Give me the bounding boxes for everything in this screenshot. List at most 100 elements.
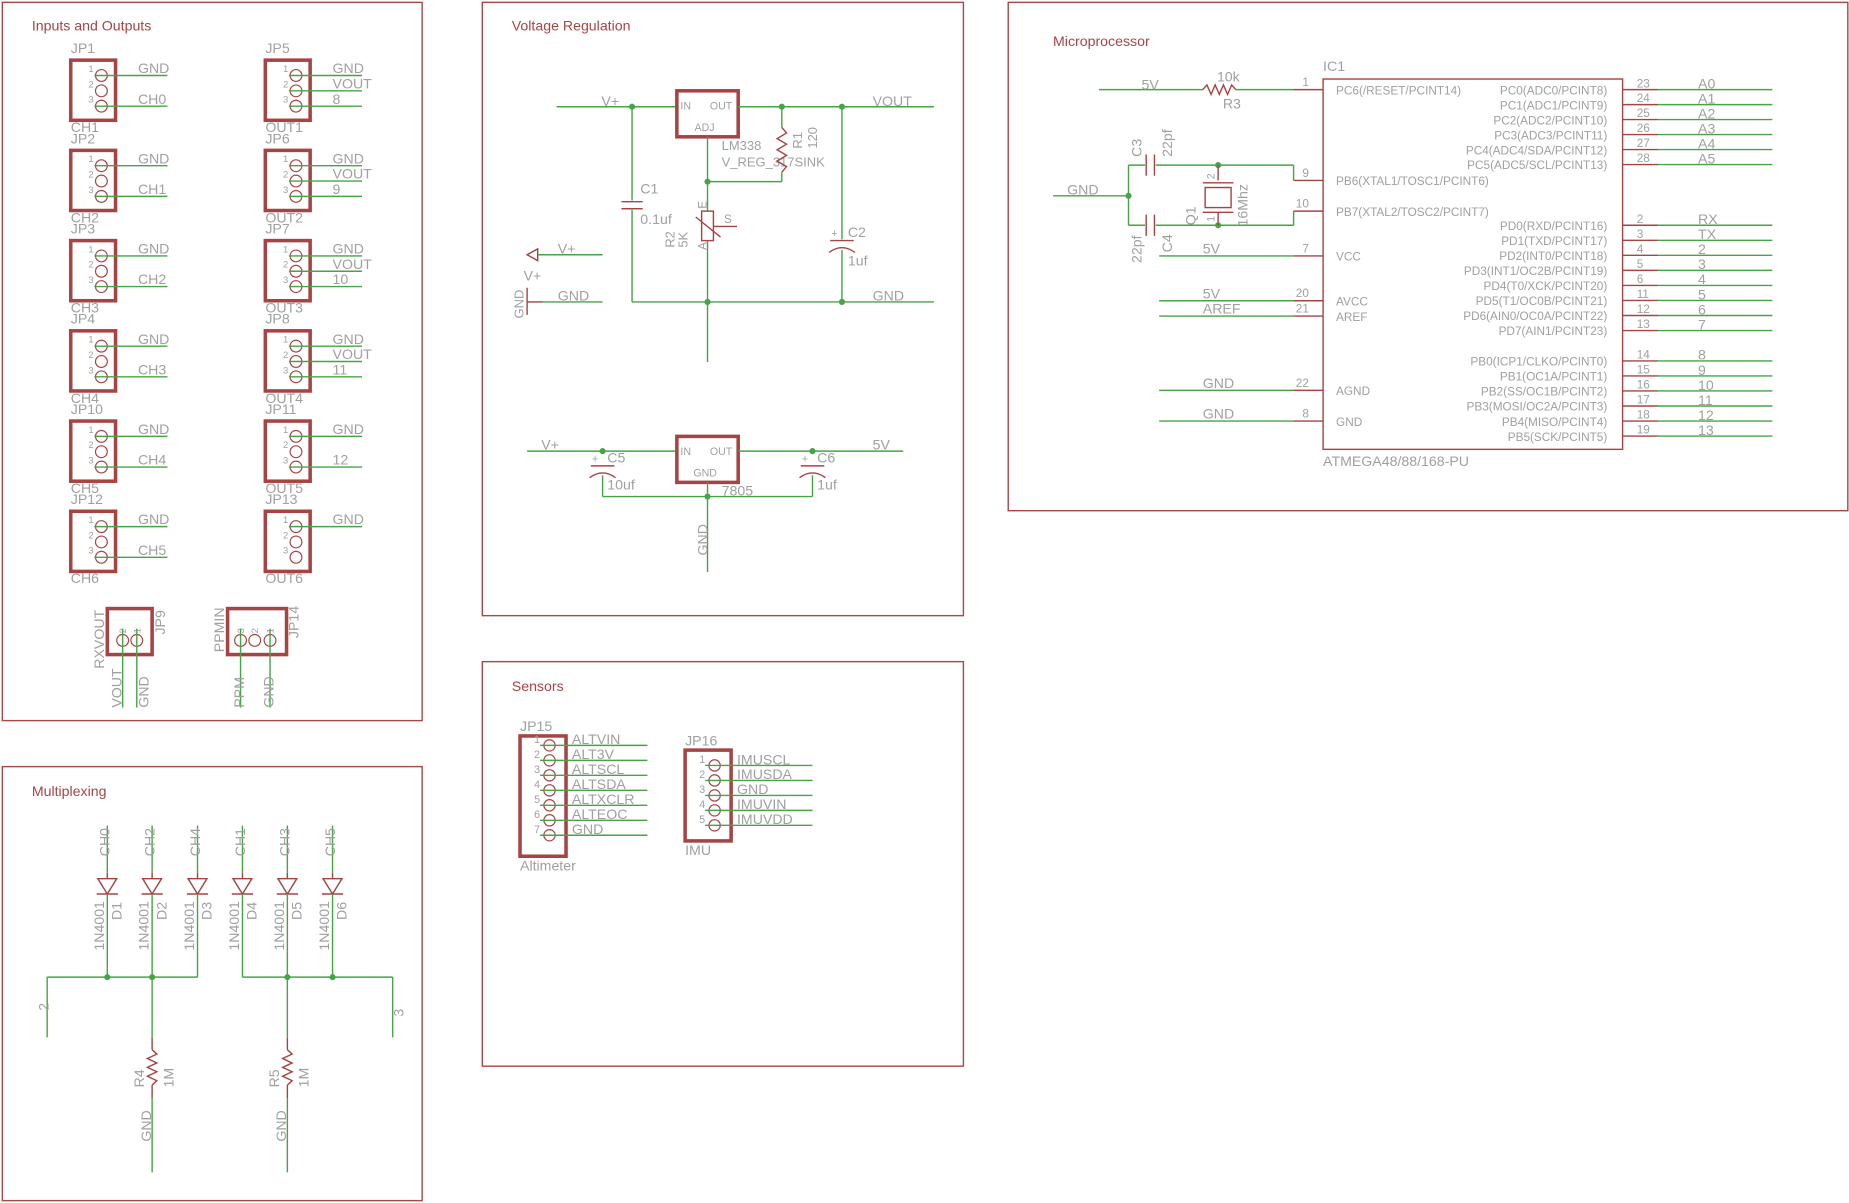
pin-number: 11 — [1637, 288, 1649, 301]
net-label: GND — [333, 421, 364, 437]
resistor-value: 120 — [805, 127, 820, 149]
pin-number: 1 — [283, 243, 288, 254]
diode-ref: D5 — [289, 902, 305, 920]
net-label: IMUVDD — [737, 811, 793, 827]
pin-number: 5 — [1637, 258, 1644, 271]
net-label: GND — [1203, 406, 1234, 422]
pin-number: 1 — [88, 334, 93, 345]
net-label: GND — [136, 676, 152, 707]
pin-number: 10 — [1296, 198, 1310, 211]
pin-number: 27 — [1637, 137, 1650, 150]
crystal-value: 16Mhz — [1235, 184, 1251, 226]
pin-number: 4 — [1637, 243, 1644, 256]
resistor-ref: R4 — [131, 1069, 147, 1087]
regulator-ref: LM338 — [722, 138, 762, 153]
connector-ref: JP3 — [71, 221, 95, 237]
net-label: IMUSDA — [737, 766, 793, 782]
section-title-inputs-outputs: Inputs and Outputs — [32, 18, 151, 34]
net-label: IMUVIN — [737, 796, 786, 812]
connector-ref: JP11 — [265, 401, 296, 417]
connector-value: OUT4 — [265, 390, 303, 406]
regulator-ref: 7805 — [722, 482, 754, 498]
pot-value: 5K — [675, 231, 690, 247]
diode-ref: D4 — [244, 902, 260, 920]
pin-number: 3 — [283, 545, 288, 556]
connector-jp13 — [263, 509, 312, 574]
net-label: CH5 — [322, 828, 338, 856]
pin-number: 2 — [283, 529, 288, 540]
resistor-value: 10k — [1217, 68, 1241, 84]
pin-number: 3 — [283, 94, 288, 105]
net-label: A2 — [1698, 105, 1715, 121]
pin-name: PC6(/RESET/PCINT14) — [1336, 84, 1461, 97]
net-label: CH3 — [138, 361, 166, 377]
pin-number: 1 — [88, 243, 93, 254]
pin-number: 2 — [283, 439, 288, 450]
net-label: 12 — [333, 452, 349, 468]
pin-number: 6 — [1637, 273, 1644, 286]
pin-number: 3 — [88, 274, 93, 285]
resistor-ref: R3 — [1223, 96, 1241, 112]
connector-value: OUT2 — [265, 209, 303, 225]
pin-number: 3 — [88, 184, 93, 195]
connector-value: OUT5 — [265, 480, 303, 496]
supply-symbol-label: GND — [512, 290, 527, 319]
net-label: 3 — [1698, 256, 1706, 272]
connector-ref: JP16 — [685, 732, 717, 748]
connector-ref: JP5 — [265, 40, 289, 56]
net-label: CH4 — [187, 828, 203, 856]
connector-value: IMU — [685, 842, 711, 858]
pin-number: 3 — [88, 545, 93, 556]
net-label: VOUT — [333, 346, 373, 362]
connector-jp9 — [105, 606, 154, 657]
net-label: 8 — [333, 91, 341, 107]
pin-name: PC4(ADC4/SDA/PCINT12) — [1466, 144, 1607, 157]
pin-number: 25 — [1637, 107, 1651, 120]
pin-number: 3 — [534, 764, 540, 776]
net-label: CH4 — [138, 452, 166, 468]
pin-number: 13 — [1637, 318, 1651, 331]
net-label: PPM — [231, 677, 247, 708]
connector-value: PPMIN — [211, 607, 227, 652]
net-label: GND — [333, 150, 364, 166]
net-label: CH2 — [138, 271, 166, 287]
connector-ref: JP7 — [265, 221, 289, 237]
ic-part: ATMEGA48/88/168-PU — [1323, 453, 1469, 469]
pin-number: 2 — [88, 349, 93, 360]
connector-value: OUT1 — [265, 119, 303, 135]
crystal-ref: Q1 — [1183, 206, 1199, 225]
pin-name: PD2(INT0/PCINT18) — [1499, 250, 1607, 263]
net-label: GND — [1067, 182, 1098, 198]
pin-number: 2 — [88, 169, 93, 180]
connector-jp15 — [518, 734, 568, 859]
connector-value: RXVOUT — [91, 609, 107, 668]
net-label: GND — [138, 241, 169, 257]
net-label: 5V — [1203, 285, 1221, 301]
connector-jp2 — [68, 148, 118, 213]
connector-ref: JP2 — [71, 130, 95, 146]
net-label: VOUT — [873, 93, 913, 109]
resistor-r3 — [1202, 83, 1237, 97]
connector-ref: JP14 — [285, 606, 301, 638]
connector-ref: JP8 — [265, 311, 289, 327]
junction-dot — [809, 448, 816, 455]
connector-ref: JP12 — [71, 491, 103, 507]
net-label: GND — [1203, 375, 1234, 391]
pin-name: AVCC — [1336, 295, 1368, 308]
diode-value: 1N4001 — [316, 901, 332, 951]
connector-ref: JP4 — [71, 311, 95, 327]
section-title-voltage-regulation: Voltage Regulation — [512, 18, 631, 34]
net-label: CH1 — [138, 181, 166, 197]
resistor-ref: R5 — [266, 1069, 282, 1087]
diode-value: 1N4001 — [91, 901, 107, 951]
connector-jp3 — [68, 238, 118, 303]
capacitor-ref: C5 — [607, 449, 625, 465]
pin-name: PB4(MISO/PCINT4) — [1502, 416, 1607, 429]
pin-name: PB1(OC1A/PCINT1) — [1500, 371, 1607, 384]
pin-number: 2 — [88, 529, 93, 540]
pin-number: 3 — [88, 94, 93, 105]
net-label: CH2 — [141, 828, 157, 856]
pot-pin-label: A — [696, 242, 709, 250]
net-label: ALTSDA — [572, 776, 627, 792]
pin-number: 22 — [1296, 377, 1309, 390]
